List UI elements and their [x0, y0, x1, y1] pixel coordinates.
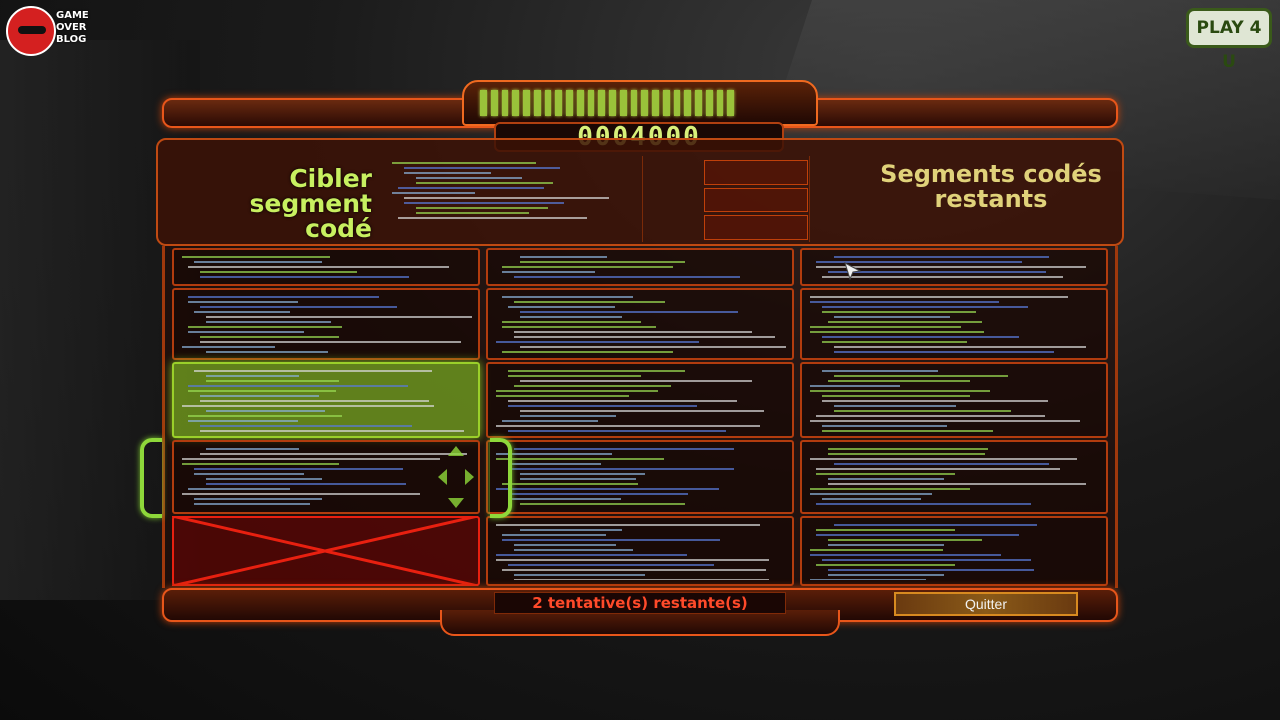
remaining-segments-title: Segments codés restants: [880, 160, 1102, 213]
code-segment-cell[interactable]: [800, 440, 1108, 514]
remaining-segment-slot: [704, 160, 808, 185]
failed-segment-cross: [172, 516, 478, 586]
progress-segment: [673, 90, 681, 116]
remaining-segment-slot: [704, 187, 808, 213]
progress-segment: [533, 90, 541, 116]
header-panel: [156, 138, 1124, 246]
progress-segment: [566, 90, 573, 116]
progress-segment: [544, 90, 552, 116]
progress-segment: [576, 90, 584, 116]
progress-segment: [705, 90, 713, 116]
code-segment-cell[interactable]: [800, 362, 1108, 438]
progress-segment: [523, 90, 530, 116]
attempts-remaining-text: 2 tentative(s) restante(s): [532, 594, 748, 612]
code-segment-cell[interactable]: [486, 288, 794, 360]
code-segment-cell[interactable]: [800, 288, 1108, 360]
progress-segment: [641, 90, 648, 116]
progress-segment: [490, 90, 498, 116]
code-segment-cell[interactable]: [486, 440, 794, 514]
progress-segment: [587, 90, 595, 116]
progress-segment: [512, 90, 519, 116]
progress-segment: [480, 90, 487, 116]
target-code-sample: [384, 156, 634, 242]
bottom-frame-tab: [440, 610, 840, 636]
progress-segment: [609, 90, 616, 116]
progress-segment: [555, 90, 562, 116]
progress-segment: [695, 90, 702, 116]
progress-segment: [716, 90, 724, 116]
code-segment-cell[interactable]: [800, 516, 1108, 586]
progress-segment: [501, 90, 509, 116]
progress-segment: [727, 90, 734, 116]
progress-segment: [598, 90, 605, 116]
selector-right-bracket[interactable]: [490, 438, 512, 518]
remaining-segments-panel: [642, 156, 810, 242]
play4u-logo: PLAY 4 U: [1186, 8, 1272, 72]
progress-segment: [630, 90, 638, 116]
code-segment-cell[interactable]: [172, 288, 480, 360]
remaining-segments-grid: [704, 160, 808, 240]
logo-mascot-icon: [6, 6, 56, 56]
code-segment-cell[interactable]: [486, 516, 794, 586]
gameoverblog-logo-text: GAME OVER BLOG: [56, 10, 89, 45]
code-segment-cell[interactable]: [172, 362, 480, 438]
mouse-pointer-icon: [844, 262, 862, 280]
target-segment-title: Cibler segment codé: [249, 164, 373, 243]
quit-button[interactable]: Quitter: [894, 592, 1078, 616]
attempts-box: [494, 592, 786, 614]
progress-segment: [652, 90, 659, 116]
timer-progress-bar: [480, 90, 734, 116]
dpad-arrows-icon[interactable]: [434, 442, 478, 512]
selector-left-bracket[interactable]: [140, 438, 162, 518]
progress-segment: [662, 90, 670, 116]
progress-segment: [619, 90, 627, 116]
gameoverblog-logo: GAME OVER BLOG: [6, 6, 100, 56]
progress-segment: [684, 90, 691, 116]
code-segment-cell[interactable]: [486, 248, 794, 286]
code-segment-cell[interactable]: [172, 440, 480, 514]
remaining-segment-slot: [704, 215, 808, 240]
code-segment-cell[interactable]: [172, 248, 480, 286]
code-segment-cell[interactable]: [486, 362, 794, 438]
